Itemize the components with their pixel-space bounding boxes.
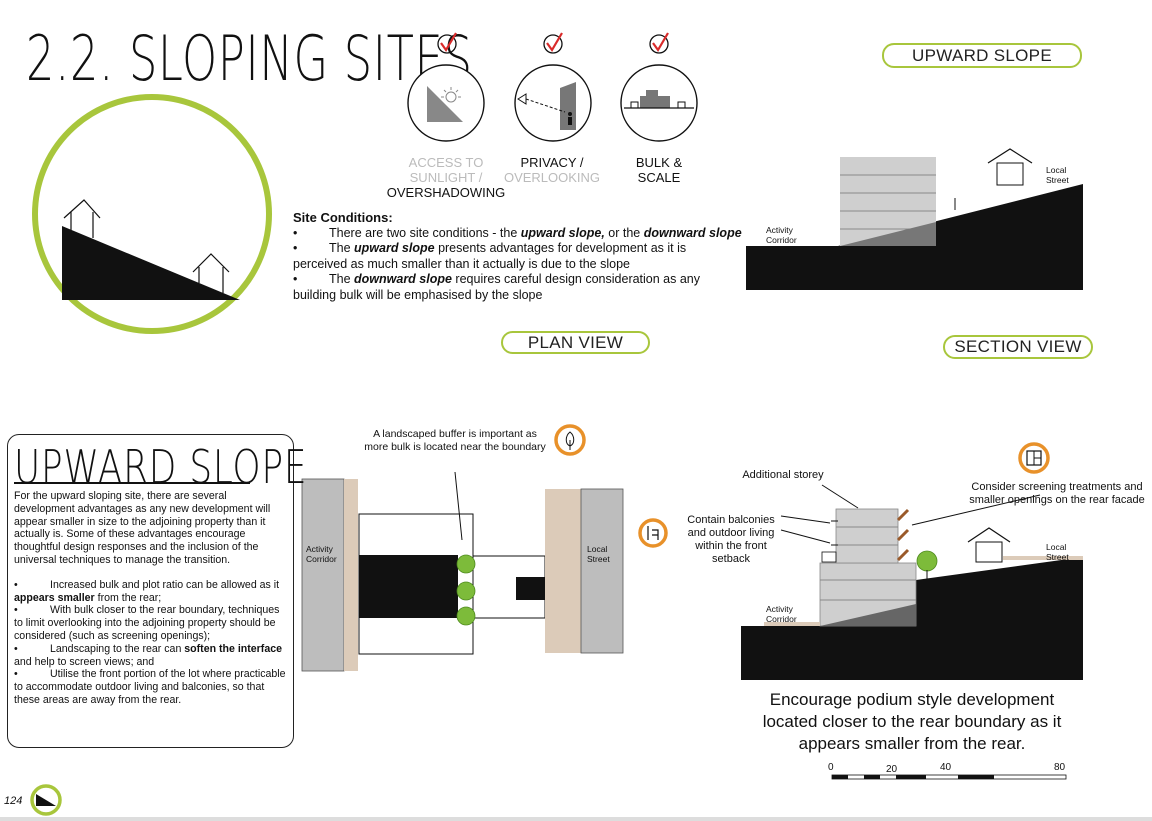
scale-tick-20: 20 (886, 764, 898, 775)
screening-annotation: Consider screening treatments and smalle… (969, 481, 1145, 506)
sunlight-label-3: OVERSHADOWING (386, 185, 506, 200)
scale-bar (831, 774, 1067, 780)
footer-rule (0, 817, 1152, 821)
text: from the rear; (94, 591, 162, 604)
podium-section-diagram (638, 442, 1083, 680)
text: The (329, 241, 355, 255)
text: Corridor (766, 614, 797, 624)
privacy-icon (514, 64, 592, 142)
scale-tick-80: 80 (1054, 762, 1066, 773)
text: requires careful design consideration as… (293, 272, 701, 302)
upward-slope-panel (7, 434, 294, 748)
site-conditions-bullet-2: The upward slope presents advantages for… (293, 241, 743, 272)
upward-point-2: With bulk closer to the rear boundary, t… (14, 604, 290, 642)
text: Increased bulk and plot ratio can be all… (50, 578, 280, 591)
privacy-label-2: OVERLOOKING (503, 170, 601, 185)
text: Corridor (766, 235, 797, 245)
upward-intro: For the upward sloping site, there are s… (14, 490, 271, 566)
upward-point-4: Utilise the front portion of the lot whe… (14, 668, 290, 706)
text: or the (604, 225, 644, 240)
bulk-label-1: BULK & (635, 155, 683, 170)
text: Street (587, 554, 610, 564)
site-conditions-bullet-3: The downward slope requires careful desi… (293, 272, 743, 303)
scale-tick-40: 40 (940, 762, 952, 773)
text: and help to screen views; and (14, 655, 155, 668)
text: Activity (766, 604, 793, 614)
upward-slope-text: For the upward sloping site, there are s… (14, 490, 290, 707)
upward-point-3: Landscaping to the rear can soften the i… (14, 643, 290, 669)
sunlight-label-2: SUNLIGHT / (409, 170, 483, 185)
text: downward slope (354, 272, 452, 286)
plan-view-pill: PLAN VIEW (501, 331, 650, 354)
site-conditions-bullet-1: There are two site conditions - the upwa… (293, 226, 743, 242)
tree-icon (456, 554, 476, 626)
section-view-pill: SECTION VIEW (943, 335, 1093, 359)
text: upward slope, (520, 225, 605, 240)
upward-slope-pill: UPWARD SLOPE (882, 43, 1082, 68)
balconies-annotation: Contain balconies and outdoor living wit… (687, 514, 775, 565)
check-icon (437, 34, 669, 54)
bulk-icon (620, 64, 698, 142)
scale-tick-0: 0 (828, 762, 834, 773)
text: soften the interface (184, 642, 282, 655)
text: Local (1046, 165, 1067, 175)
text: Landscaping to the rear can (50, 642, 185, 655)
buffer-annotation: A landscaped buffer is important as more… (364, 428, 546, 453)
site-conditions: Site Conditions: There are two site cond… (293, 210, 743, 303)
site-conditions-heading: Site Conditions: (293, 210, 393, 225)
additional-storey-annotation: Additional storey (742, 469, 824, 481)
text: Activity (306, 544, 333, 554)
privacy-label-1: PRIVACY / (520, 155, 584, 170)
text: Activity (766, 225, 793, 235)
upward-slope-title: UPWARD SLOPE (14, 440, 308, 494)
plan-view-diagram (301, 424, 624, 672)
text: Street (1046, 552, 1069, 562)
sunlight-icon (407, 64, 485, 142)
text: Street (1046, 175, 1069, 185)
text: downward slope (643, 225, 742, 240)
text: upward slope (354, 241, 435, 255)
text: appears smaller (14, 591, 95, 604)
text: Local (587, 544, 608, 554)
slope-circle-illustration (32, 94, 272, 334)
page-title: 2.2. SLOPING SITES (26, 22, 473, 95)
bulk-label-2: SCALE (637, 170, 681, 185)
section-view-diagram (746, 148, 1083, 290)
page-number: 124 (4, 795, 23, 807)
title-underline (14, 482, 250, 484)
slope-icon (30, 784, 62, 816)
upward-point-1: Increased bulk and plot ratio can be all… (14, 579, 290, 605)
text: There are two site conditions - the (329, 225, 521, 240)
text: Corridor (306, 554, 337, 564)
text: The (329, 272, 355, 286)
text: Local (1046, 542, 1067, 552)
text: presents advantages for development as i… (293, 241, 687, 271)
podium-caption: Encourage podium style development locat… (762, 690, 1062, 753)
sunlight-label-1: ACCESS TO (408, 155, 484, 170)
